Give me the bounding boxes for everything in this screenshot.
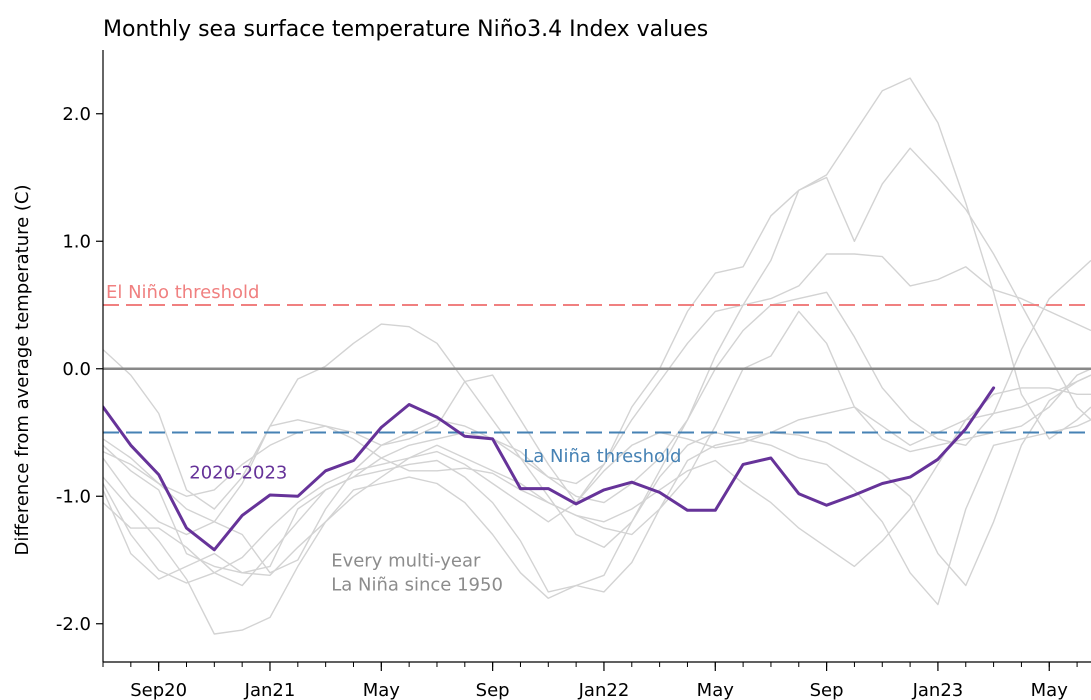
background-series-label: Every multi-year La Niña since 1950 (331, 550, 503, 595)
background-series-line-6 (103, 374, 1091, 635)
background-series-line-8 (103, 387, 1091, 568)
background-series-label-line-0: Every multi-year (331, 550, 481, 571)
y-axis-label: Difference from average temperature (C) (12, 184, 33, 555)
series-layer (103, 77, 1091, 635)
background-series-line-2 (103, 253, 1091, 536)
chart-title: Monthly sea surface temperature Niño3.4 … (103, 17, 708, 42)
x-tick-label-5: May (697, 680, 735, 700)
x-tick-label-3: Sep (476, 680, 510, 700)
x-tick-label-4: Jan22 (578, 680, 630, 700)
el-nino-threshold-label: El Niño threshold (106, 282, 259, 303)
x-tick-label-8: May (1031, 680, 1069, 700)
x-tick-label-0: Sep20 (130, 680, 187, 700)
y-tick-label-4: -2.0 (56, 614, 91, 635)
y-axis-label-group: Difference from average temperature (C) (12, 184, 33, 555)
y-tick-label-2: 0.0 (62, 359, 91, 380)
y-tick-label-0: 2.0 (62, 104, 91, 125)
x-tick-label-1: Jan21 (244, 680, 296, 700)
x-tick-label-7: Jan23 (912, 680, 964, 700)
y-tick-label-3: -1.0 (56, 486, 91, 507)
series-label-2020-2023: 2020-2023 (189, 462, 287, 483)
x-tick-label-2: May (363, 680, 401, 700)
x-tick-label-6: Sep (810, 680, 844, 700)
background-series-line-4 (103, 310, 1091, 576)
series-line-0 (103, 386, 996, 552)
background-series-line-3 (103, 259, 1091, 587)
la-nina-threshold-label: La Niña threshold (523, 446, 681, 467)
background-series-line-7 (103, 419, 1091, 606)
background-series-label-line-1: La Niña since 1950 (331, 574, 503, 595)
y-tick-label-1: 1.0 (62, 231, 91, 252)
background-series-line-5 (103, 374, 1091, 587)
